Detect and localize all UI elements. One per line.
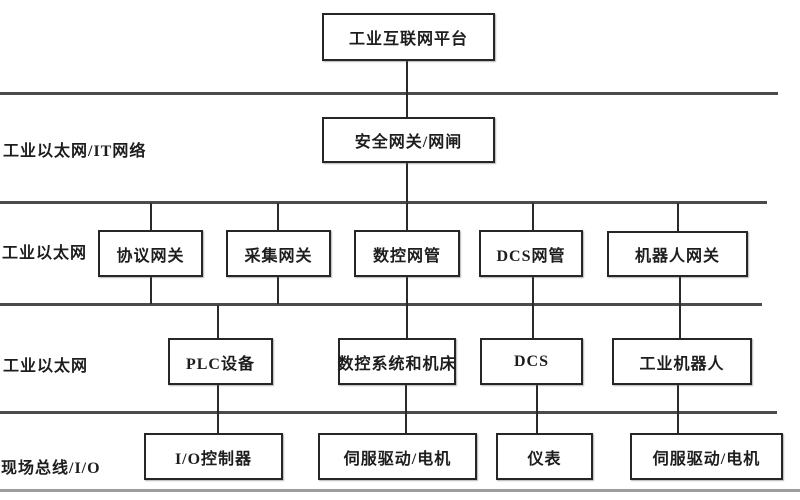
connector-nc-system-servo-left (405, 384, 407, 434)
connector-bus-plc (217, 305, 219, 339)
layer-label-it-network: 工业以太网/IT网络 (3, 143, 147, 160)
node-label: 工业互联网平台 (348, 31, 468, 48)
node-label: 仪表 (527, 450, 562, 468)
layer-label-ethernet-2: 工业以太网 (3, 358, 89, 375)
connector-platform-security (406, 60, 408, 118)
node-label: 工业机器人 (639, 355, 725, 373)
connector-bus-nc-manager (406, 203, 408, 231)
connector-bus-collect-gateway (277, 203, 279, 231)
connector-robot-gateway-robot (679, 275, 681, 339)
node-label: 协议网关 (116, 247, 185, 265)
node-label: 伺服驱动/电机 (343, 450, 452, 468)
node-label: 机器人网关 (634, 248, 720, 265)
connector-bus-dcs-manager (532, 203, 534, 231)
node-collect-gateway: 采集网关 (226, 230, 331, 277)
node-protocol-gateway: 协议网关 (98, 230, 203, 277)
node-label: 数控系统和机床 (337, 355, 457, 373)
connector-collect-gateway-bus (277, 276, 279, 304)
node-dcs-network-manager: DCS网管 (479, 230, 583, 277)
node-label: 伺服驱动/电机 (652, 450, 761, 468)
bus-line-bottom (0, 489, 800, 492)
connector-plc-io-controller (217, 384, 219, 434)
node-label: DCS网管 (496, 247, 566, 265)
bus-line-ethernet-1 (0, 201, 767, 204)
node-nc-network-manager: 数控网管 (354, 230, 460, 277)
connector-bus-robot-gateway (677, 203, 679, 231)
connector-nc-manager-nc-system (406, 276, 408, 339)
node-label: 数控网管 (372, 247, 441, 265)
node-robot-gateway: 机器人网关 (607, 231, 748, 277)
connector-dcs-manager-dcs (532, 276, 534, 339)
node-label: I/O控制器 (174, 450, 253, 468)
layer-label-ethernet-1: 工业以太网 (2, 245, 88, 262)
connector-protocol-gateway-bus (150, 276, 152, 304)
node-plc-device: PLC设备 (168, 338, 273, 385)
connector-dcs-instrument (536, 384, 538, 434)
bus-line-ethernet-2 (0, 303, 762, 306)
node-security-gateway: 安全网关/网闸 (322, 117, 495, 163)
node-industrial-internet-platform: 工业互联网平台 (322, 13, 495, 61)
node-io-controller: I/O控制器 (144, 433, 283, 480)
connector-bus-protocol-gateway (150, 203, 152, 231)
node-nc-system-machine: 数控系统和机床 (338, 338, 456, 385)
node-instrument: 仪表 (496, 433, 593, 480)
node-label: 安全网关/网闸 (354, 134, 463, 151)
layer-label-fieldbus: 现场总线/I/O (1, 460, 101, 477)
node-servo-drive-motor-left: 伺服驱动/电机 (318, 433, 477, 480)
connector-security-bus (406, 162, 408, 202)
node-dcs: DCS (480, 338, 583, 385)
bus-line-fieldbus (0, 411, 777, 414)
node-label: PLC设备 (185, 355, 255, 373)
node-label: 采集网关 (244, 247, 313, 265)
bus-line-it-network (0, 92, 778, 95)
node-label: DCS (513, 352, 549, 370)
node-servo-drive-motor-right: 伺服驱动/电机 (630, 433, 783, 480)
connector-robot-servo-right (677, 384, 679, 434)
node-industrial-robot: 工业机器人 (612, 338, 752, 385)
